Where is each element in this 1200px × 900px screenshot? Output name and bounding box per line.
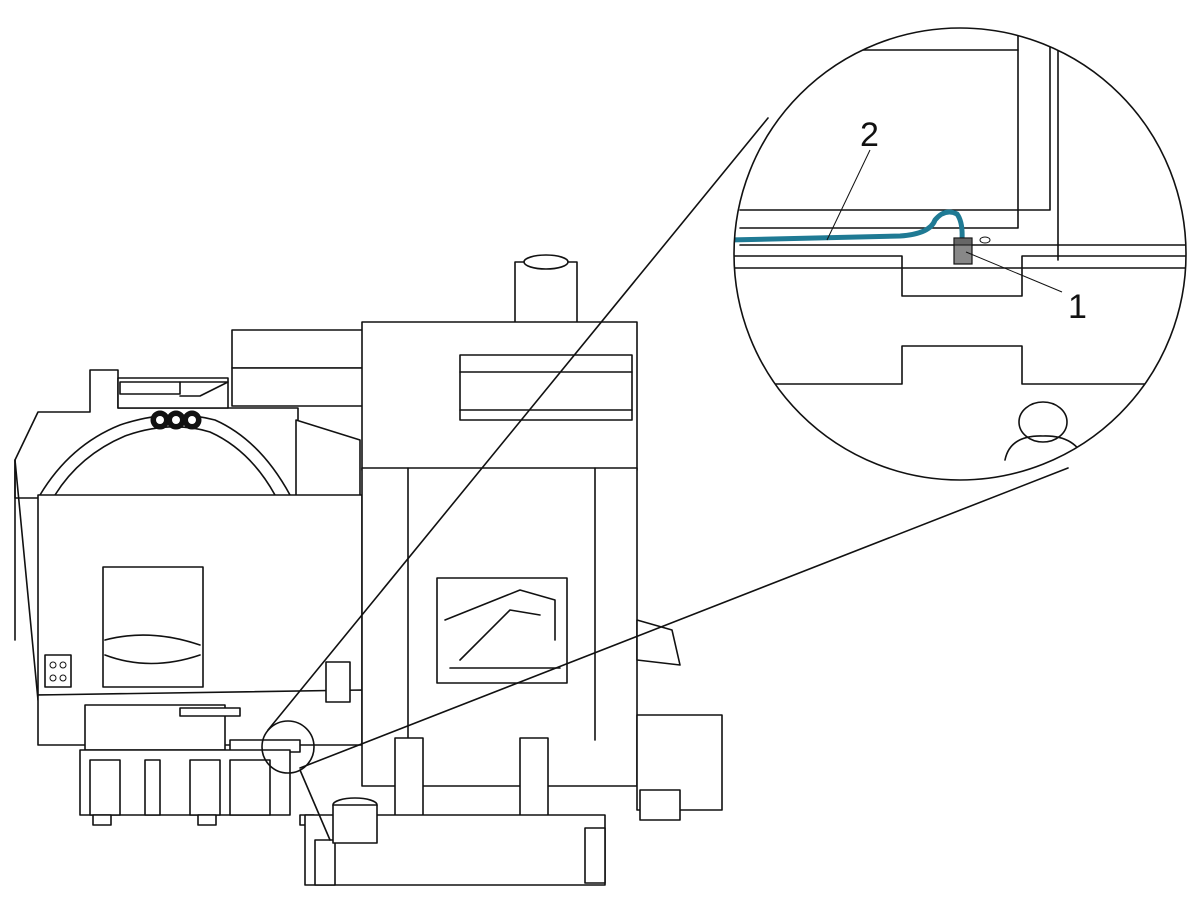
callout-2-label: 2	[860, 116, 879, 154]
tool-holder-cluster	[150, 410, 202, 430]
detail-marker-circle	[261, 720, 315, 774]
zoom-detail	[733, 27, 1187, 481]
callout-1-leader	[965, 251, 1063, 293]
coolant-hose	[734, 209, 965, 243]
zoom-leader-line-upper	[267, 117, 769, 731]
zoom-leader-line-lower	[299, 467, 1069, 769]
machine-enclosure	[299, 254, 723, 886]
callout-2-leader	[826, 149, 871, 241]
callout-1-label: 1	[1068, 288, 1087, 326]
